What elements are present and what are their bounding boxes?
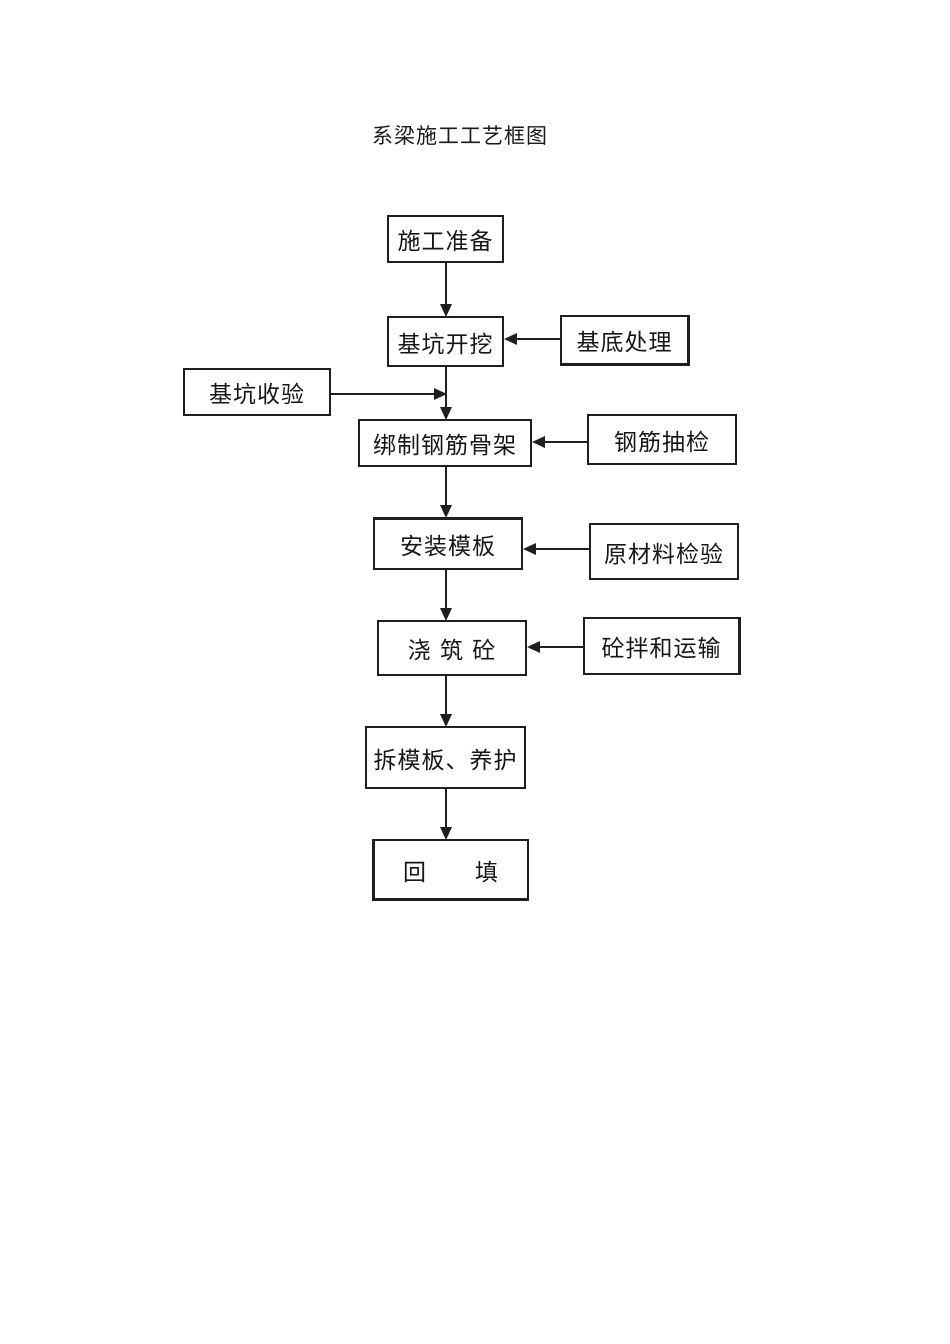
- arrow-down-icon: [440, 827, 452, 840]
- flow-box-rebar-skeleton: 绑制钢筋骨架: [358, 419, 532, 467]
- arrow-line: [517, 338, 560, 340]
- side-box-raw-material-inspect: 原材料检验: [589, 523, 739, 580]
- flow-box-backfill: 回 填: [372, 839, 529, 901]
- arrow-left-icon: [527, 641, 540, 653]
- arrow-line: [536, 548, 589, 550]
- arrow-line: [445, 789, 447, 827]
- flow-box-pour-concrete: 浇 筑 砼: [377, 620, 527, 676]
- flow-box-remove-formwork-curing: 拆模板、养护: [365, 726, 526, 789]
- arrow-line: [445, 676, 447, 714]
- flow-box-pit-excavation: 基坑开挖: [387, 316, 504, 367]
- arrow-line: [445, 467, 447, 505]
- arrow-down-icon: [440, 505, 452, 518]
- arrow-down-icon: [440, 714, 452, 727]
- side-box-base-treatment: 基底处理: [560, 315, 690, 366]
- arrow-down-icon: [440, 608, 452, 621]
- arrow-left-icon: [532, 436, 545, 448]
- side-box-pit-acceptance: 基坑收验: [183, 368, 331, 416]
- side-box-rebar-sampling: 钢筋抽检: [587, 414, 737, 465]
- arrow-left-icon: [504, 333, 517, 345]
- arrow-line: [545, 441, 587, 443]
- flow-box-install-formwork: 安装模板: [373, 517, 523, 570]
- arrow-line: [445, 367, 447, 407]
- arrow-down-icon: [440, 407, 452, 420]
- page-title: 系梁施工工艺框图: [372, 124, 548, 148]
- arrow-right-icon: [434, 388, 447, 400]
- arrow-line: [331, 393, 434, 395]
- flow-box-construction-preparation: 施工准备: [387, 215, 504, 263]
- arrow-line: [445, 570, 447, 608]
- arrow-line: [540, 646, 583, 648]
- arrow-left-icon: [523, 543, 536, 555]
- arrow-line: [445, 263, 447, 304]
- side-box-concrete-mix-transport: 砼拌和运输: [583, 617, 741, 675]
- arrow-down-icon: [440, 304, 452, 317]
